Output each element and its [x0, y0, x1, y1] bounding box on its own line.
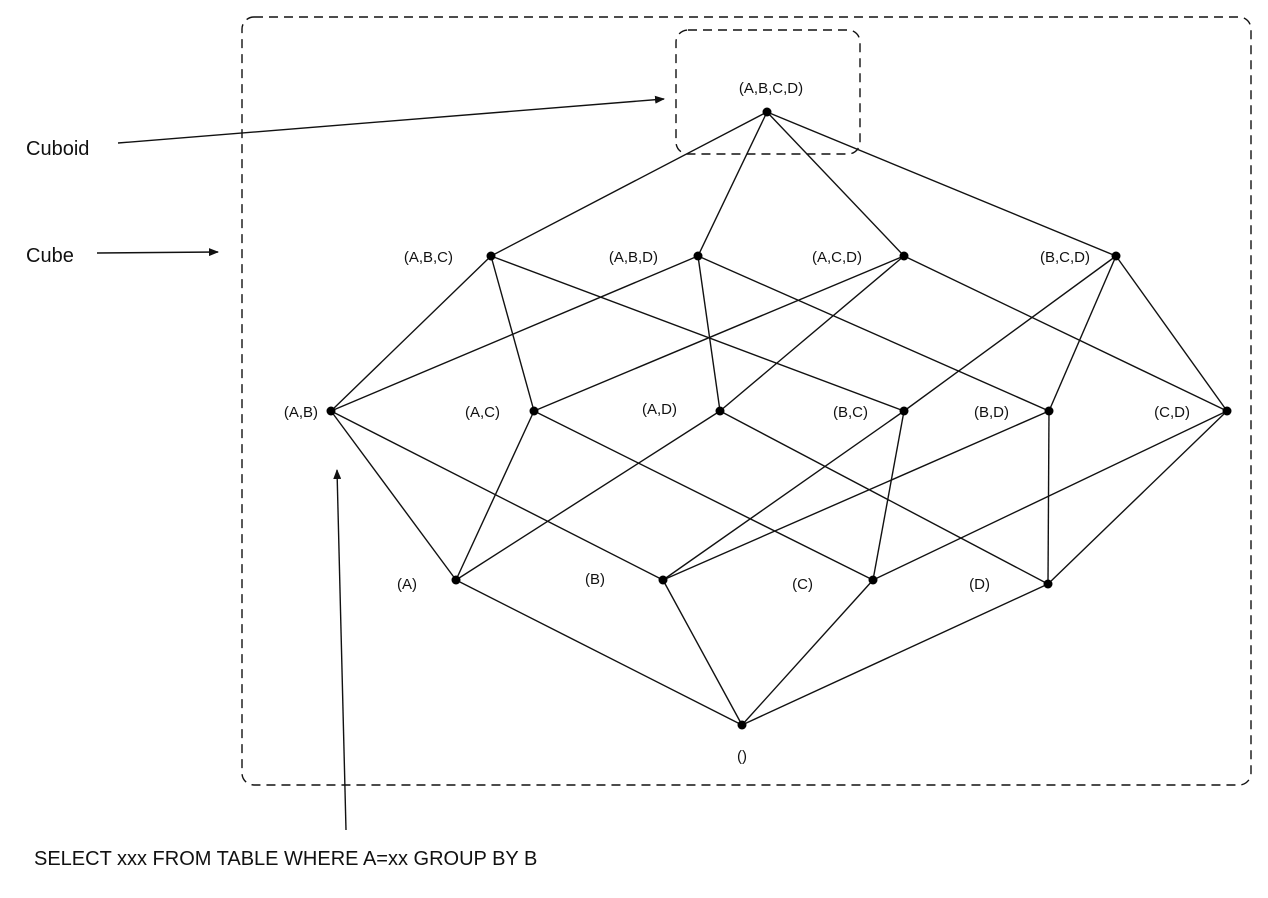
edge-ad-a: [455, 410, 721, 581]
node-label-b: (B): [585, 571, 605, 588]
edge-bd-b: [662, 410, 1050, 581]
labels-layer: (A,B,C,D) (A,B,C) (A,B,D) (A,C,D) (B,C,D) (A,…: [284, 80, 1190, 765]
cuboid-label: Cuboid: [26, 138, 89, 160]
edge-ac-c: [533, 410, 874, 581]
edge-a-empty: [455, 579, 743, 726]
node-bcd: [1111, 251, 1121, 261]
query-arrow: [333, 469, 347, 831]
node-a: [451, 575, 461, 585]
node-label-empty: (): [737, 748, 747, 765]
node-label-ac: (A,C): [465, 404, 500, 421]
cuboid-frame: [675, 29, 861, 155]
edge-d-empty: [741, 583, 1049, 726]
edge-bcd-bd: [1048, 255, 1117, 412]
node-label-c: (C): [792, 576, 813, 593]
edge-c-empty: [741, 579, 874, 726]
edge-acd-ad: [719, 255, 905, 412]
edge-cd-c: [872, 410, 1228, 581]
cube-arrow: [96, 248, 219, 257]
edge-ac-a: [455, 410, 535, 581]
edge-bc-b: [662, 410, 905, 581]
node-acd: [899, 251, 909, 261]
node-ac: [529, 406, 539, 416]
cuboid-arrow: [117, 95, 665, 144]
edge-abcd-acd: [766, 111, 905, 257]
node-ab: [326, 406, 336, 416]
edge-abd-ab: [330, 255, 699, 412]
node-label-bc: (B,C): [833, 404, 868, 421]
cube-label: Cube: [26, 245, 74, 267]
node-bc: [899, 406, 909, 416]
edges-layer: [330, 111, 1228, 726]
edge-abcd-abd: [697, 111, 768, 257]
nodes-layer: [326, 107, 1232, 730]
node-label-bcd: (B,C,D): [1040, 249, 1090, 266]
edge-ab-a: [330, 410, 457, 581]
node-label-a: (A): [397, 576, 417, 593]
node-label-d: (D): [969, 576, 990, 593]
node-label-ad: (A,D): [642, 401, 677, 418]
node-label-cd: (C,D): [1154, 404, 1190, 421]
node-ad: [715, 406, 725, 416]
edge-bc-c: [872, 410, 905, 581]
node-abcd: [762, 107, 772, 117]
node-label-acd: (A,C,D): [812, 249, 862, 266]
edge-acd-ac: [533, 255, 905, 412]
node-label-bd: (B,D): [974, 404, 1009, 421]
edge-bcd-cd: [1115, 255, 1228, 412]
node-cd: [1222, 406, 1232, 416]
node-label-abc: (A,B,C): [404, 249, 453, 266]
node-label-abd: (A,B,D): [609, 249, 658, 266]
edge-b-empty: [662, 579, 743, 726]
cube-frame: [241, 16, 1252, 786]
edge-abcd-bcd: [766, 111, 1117, 257]
node-d: [1043, 579, 1053, 589]
edge-ab-b: [330, 410, 664, 581]
edge-abd-ad: [697, 255, 721, 412]
edge-abc-ac: [490, 255, 535, 412]
edge-acd-cd: [903, 255, 1228, 412]
edge-abcd-abc: [490, 111, 768, 257]
node-b: [658, 575, 668, 585]
edge-abd-bd: [697, 255, 1050, 412]
node-c: [868, 575, 878, 585]
node-abc: [486, 251, 496, 261]
node-label-ab: (A,B): [284, 404, 318, 421]
edge-abc-ab: [330, 255, 492, 412]
node-empty: [737, 720, 747, 730]
edge-bcd-bc: [903, 255, 1117, 412]
edge-cd-d: [1047, 410, 1228, 585]
node-abd: [693, 251, 703, 261]
edge-ad-d: [719, 410, 1049, 585]
edge-bd-d: [1047, 410, 1050, 585]
edge-abc-bc: [490, 255, 905, 412]
query-text: SELECT xxx FROM TABLE WHERE A=xx GROUP B…: [34, 848, 537, 870]
node-label-abcd: (A,B,C,D): [739, 80, 803, 97]
node-bd: [1044, 406, 1054, 416]
